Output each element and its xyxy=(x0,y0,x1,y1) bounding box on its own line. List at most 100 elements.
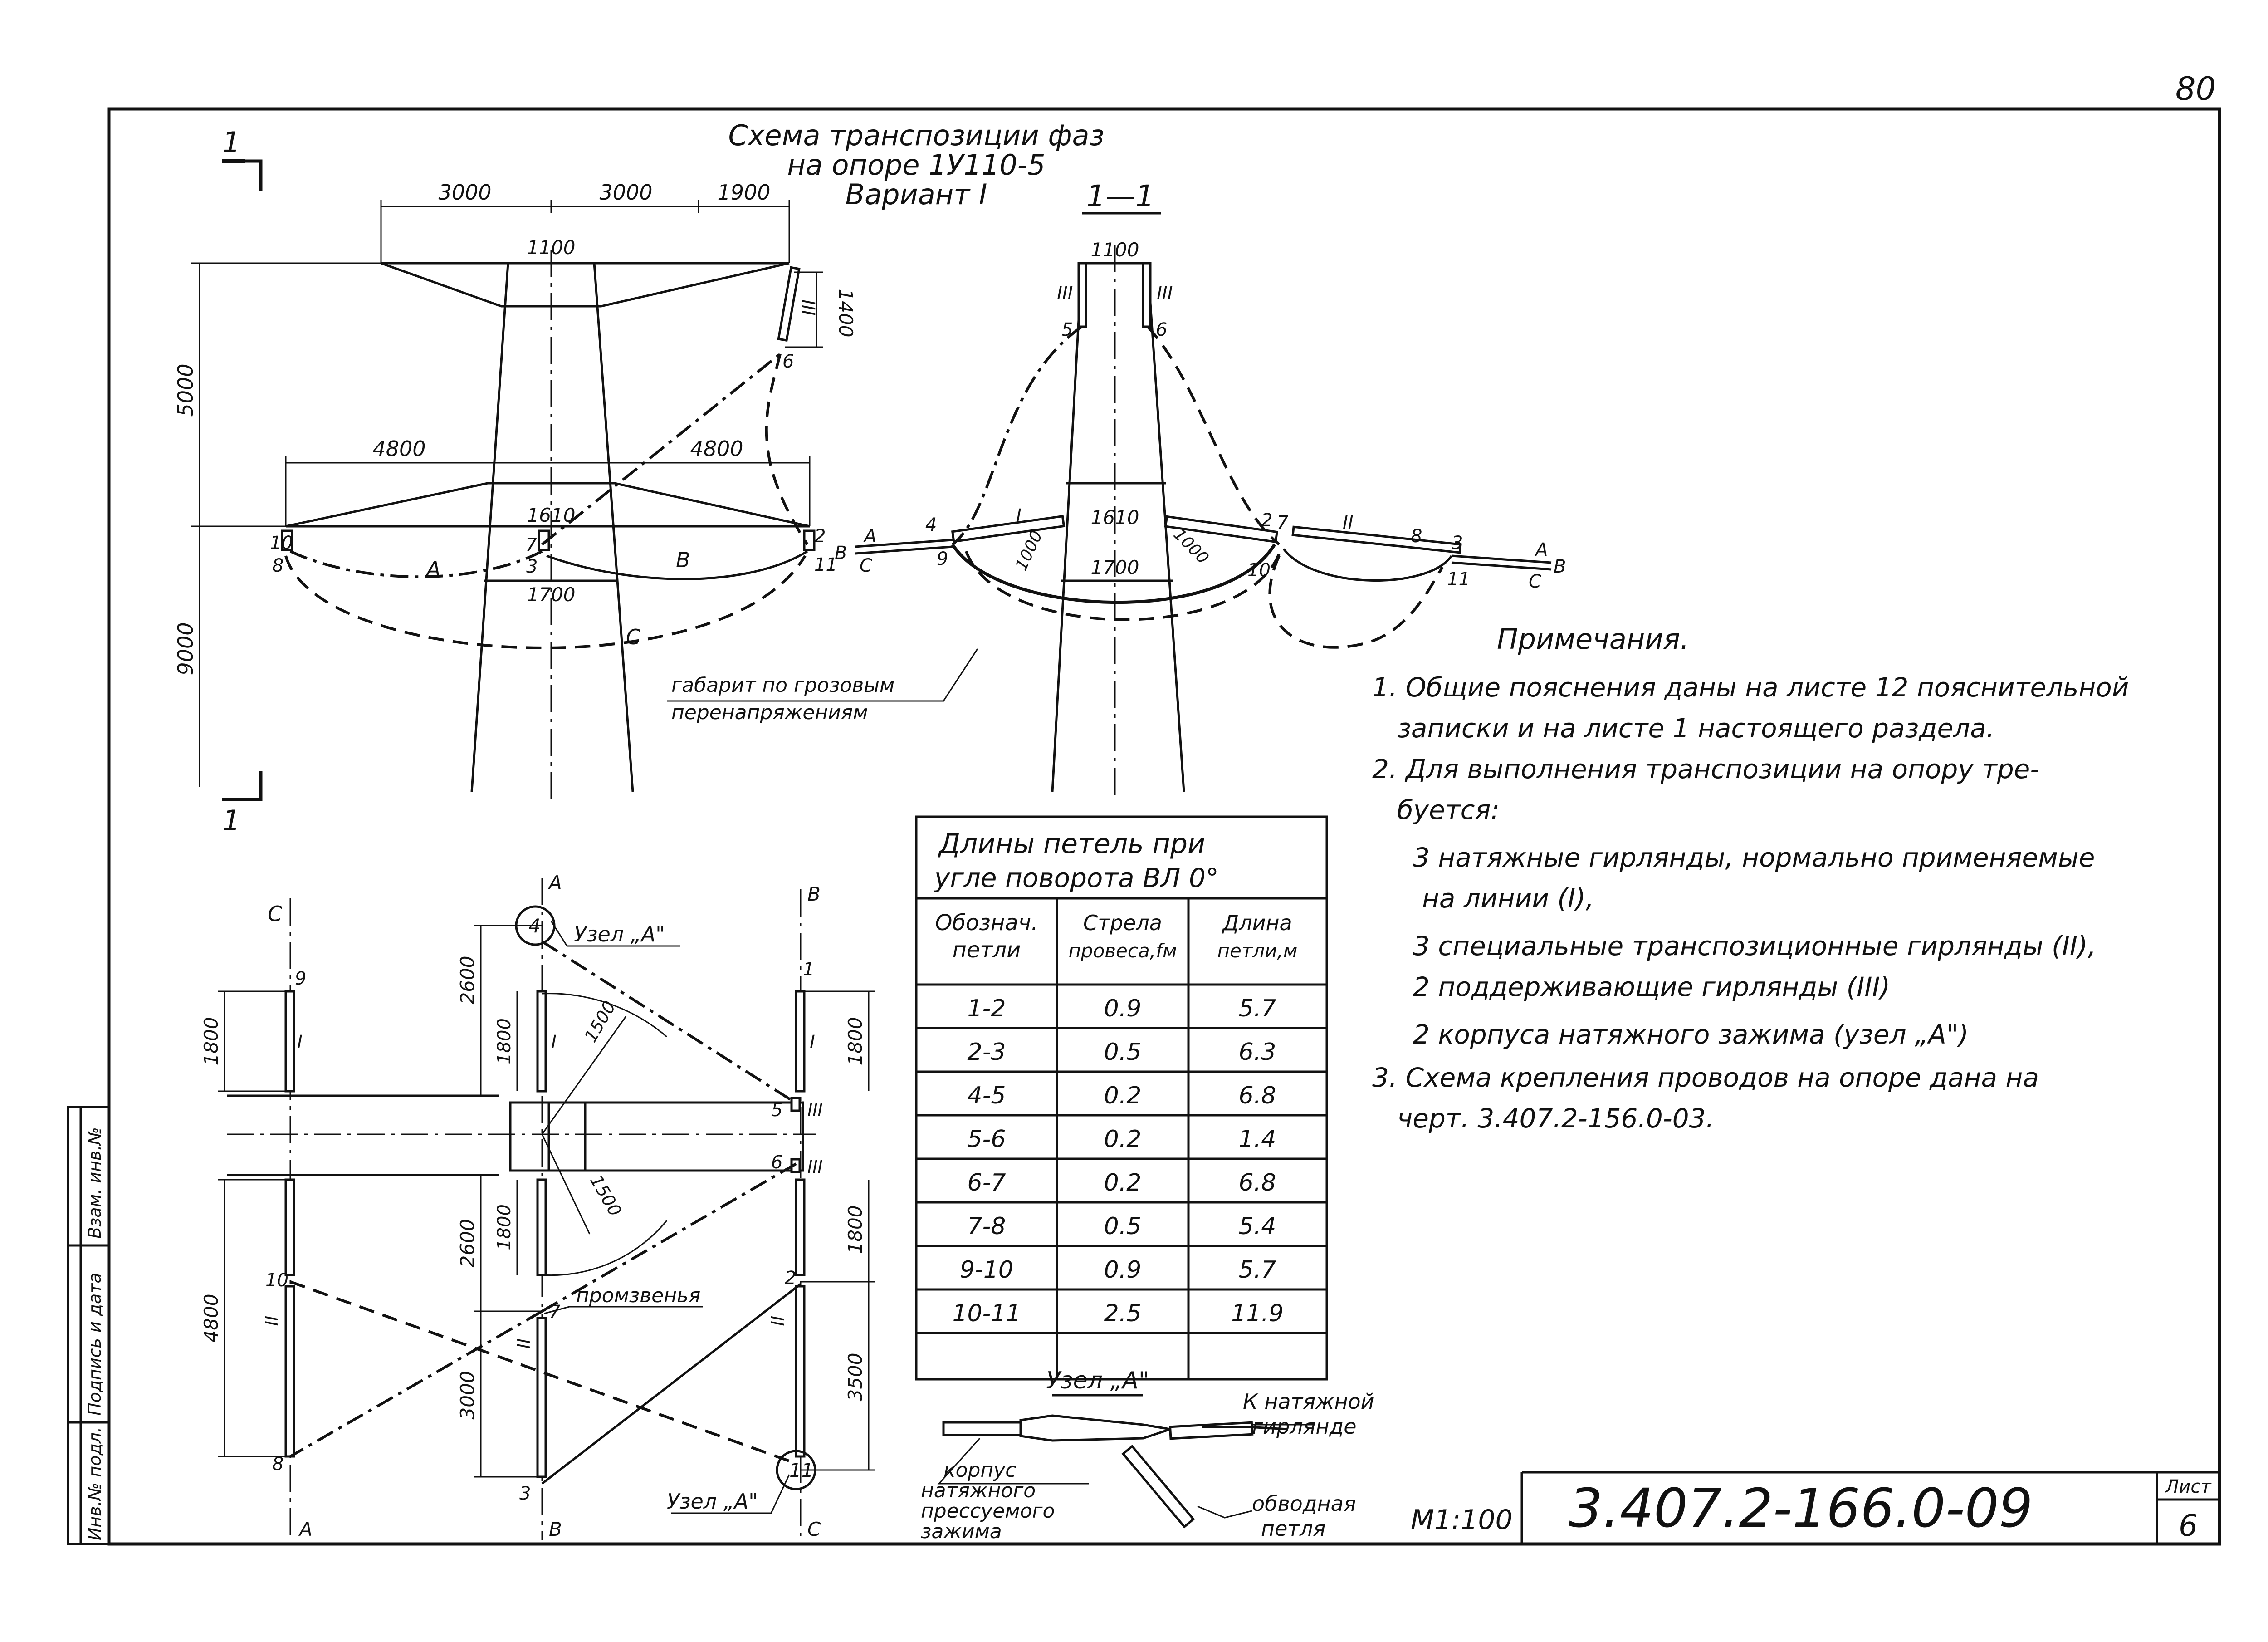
table-head-3a: Длина xyxy=(1222,911,1292,935)
dim-top-1: 3000 xyxy=(599,180,652,205)
sec-point-8: 8 xyxy=(1411,526,1422,547)
table-cell: 6-7 xyxy=(968,1169,1006,1196)
plan-dim-1800-r1: 1800 xyxy=(844,1017,866,1066)
sec-point-10: 10 xyxy=(1247,560,1271,581)
wire-label-a: A xyxy=(425,557,440,581)
note-line-7: 3 специальные транспозиционные гирлянды … xyxy=(1413,931,2096,961)
scheme-title: Схема транспозиции фаз на опоре 1У110-5 … xyxy=(728,119,1105,211)
table-cell: 0.2 xyxy=(1104,1126,1142,1153)
plan-roman-3-a: III xyxy=(807,1100,823,1120)
note-line-11: черт. 3.407.2-156.0-03. xyxy=(1397,1103,1714,1134)
plan-c-bottom: C xyxy=(807,1518,821,1540)
sec-left-c: C xyxy=(860,555,872,576)
node-a-left-3: прессуемого xyxy=(921,1500,1055,1523)
plan-dim-1800-l: 1800 xyxy=(200,1017,222,1066)
plan-node-a-top: Узел „А" xyxy=(574,922,665,946)
sec-roman-2: II xyxy=(1343,512,1354,533)
table-cell: 5-6 xyxy=(968,1126,1006,1153)
plan-point-10: 10 xyxy=(265,1270,288,1291)
section-mark-bottom: 1 xyxy=(222,771,263,837)
table-head-2b: провеса,fм xyxy=(1068,940,1177,962)
plan-roman-2-l: II xyxy=(261,1316,281,1326)
table-cell: 7-8 xyxy=(968,1213,1006,1240)
dim-crossarm-right: 4800 xyxy=(690,436,743,461)
table-cell: 5.4 xyxy=(1239,1213,1276,1240)
clearance-line-1: габарит по грозовым xyxy=(671,674,894,697)
plan-promzvenya: промзвенья xyxy=(576,1284,700,1307)
stamp-inv-podl: Инв.№ подл. xyxy=(85,1427,105,1540)
plan-point-7: 7 xyxy=(549,1302,561,1323)
sec-right-a: A xyxy=(1534,539,1548,560)
dim-insulator: 1400 xyxy=(835,289,857,338)
note-line-8: 2 поддерживающие гирлянды (III) xyxy=(1413,971,1890,1002)
table-head-2a: Стрела xyxy=(1083,911,1162,935)
plan-node-a-bottom: Узел „А" xyxy=(667,1489,758,1514)
plan-radius-1: 1500 xyxy=(581,998,620,1046)
plan-dim-3500: 3500 xyxy=(844,1353,866,1402)
plan-point-8: 8 xyxy=(272,1454,284,1475)
dim-body-1610: 1610 xyxy=(527,504,576,526)
table-cell: 5.7 xyxy=(1239,1256,1276,1284)
dim-vert-9000: 9000 xyxy=(173,622,198,675)
sec-roman-3-l: III xyxy=(1057,283,1073,304)
sec-point-9: 9 xyxy=(937,549,948,569)
sec-right-c: C xyxy=(1529,571,1541,592)
table-cell: 4-5 xyxy=(968,1082,1006,1109)
sheet-number: 6 xyxy=(2179,1508,2198,1543)
plan-point-11: 11 xyxy=(789,1459,813,1481)
dim-top-0: 3000 xyxy=(438,180,491,205)
table-cell: 1-2 xyxy=(968,995,1006,1022)
point-8-e: 8 xyxy=(272,555,284,576)
scale: М1:100 xyxy=(1411,1504,1513,1536)
wire-label-b: B xyxy=(676,548,690,572)
plan-c-top: C xyxy=(268,902,282,926)
node-a-bottom-2: петля xyxy=(1261,1516,1325,1541)
loop-lengths-table: Длины петель при угле поворота ВЛ 0° Обо… xyxy=(915,815,1328,1381)
sec-dim-1000-l: 1000 xyxy=(1012,528,1046,573)
title-line-3: Вариант I xyxy=(846,178,987,211)
note-line-6: на линии (I), xyxy=(1422,883,1594,914)
plan-roman-3-b: III xyxy=(807,1157,823,1177)
plan-a-top: A xyxy=(547,872,562,894)
table-cell: 1.4 xyxy=(1239,1126,1276,1153)
table-cell: 2-3 xyxy=(968,1039,1006,1066)
plan-roman-1-m: I xyxy=(551,1032,557,1053)
sec-point-7: 7 xyxy=(1277,512,1289,533)
node-a-detail: Узел „А" К натяжной гирлянде корпус натя… xyxy=(921,1367,1374,1543)
table-head-3b: петли,м xyxy=(1217,940,1298,962)
tower-elevation xyxy=(191,200,978,799)
plan-dim-2600-b: 2600 xyxy=(456,1219,479,1268)
dim-tower-top: 1100 xyxy=(527,236,576,259)
plan-b-bottom: B xyxy=(549,1518,562,1540)
table-cell: 0.2 xyxy=(1104,1169,1142,1196)
tower-elevation-labels: 3000 3000 1900 1100 1400 5000 9000 4800 … xyxy=(173,180,894,724)
drawing-number: 3.407.2-166.0-09 xyxy=(1569,1477,2033,1539)
note-line-5: 3 натяжные гирлянды, нормально применяем… xyxy=(1413,842,2095,873)
title-line-1: Схема транспозиции фаз xyxy=(728,119,1105,152)
plan-a-bottom: A xyxy=(298,1518,313,1540)
plan-roman-2-r: II xyxy=(767,1316,787,1326)
table-cell: 6.8 xyxy=(1239,1082,1276,1109)
point-6-e: 6 xyxy=(782,351,794,372)
table-cell: 0.5 xyxy=(1104,1213,1142,1240)
table-cell: 5.7 xyxy=(1239,995,1276,1022)
sec-point-11: 11 xyxy=(1447,569,1470,590)
drawing-frame xyxy=(67,107,2221,1546)
note-line-3: 2. Для выполнения транспозиции на опору … xyxy=(1372,754,2039,784)
plan-point-4: 4 xyxy=(528,915,541,937)
table-head-1b: петли xyxy=(953,937,1021,963)
plan-dim-2600-a: 2600 xyxy=(456,956,479,1005)
table-cell: 0.2 xyxy=(1104,1082,1142,1109)
sec-left-b: B xyxy=(835,543,847,564)
node-a-bottom-1: обводная xyxy=(1252,1491,1356,1516)
node-a-left-2: натяжного xyxy=(921,1479,1036,1502)
section-title: 1—1 xyxy=(1086,179,1154,214)
tower-section-labels: 1100 1610 1700 1000 1000 III III 5 6 I I… xyxy=(835,239,1566,592)
sec-point-6: 6 xyxy=(1156,319,1167,340)
node-a-left-1: корпус xyxy=(943,1459,1016,1482)
plan-view xyxy=(218,878,875,1540)
table-cell: 10-11 xyxy=(952,1300,1021,1327)
clearance-line-2: перенапряжениям xyxy=(671,701,868,724)
tower-section xyxy=(855,245,1552,799)
sec-dim-1610: 1610 xyxy=(1091,506,1139,529)
